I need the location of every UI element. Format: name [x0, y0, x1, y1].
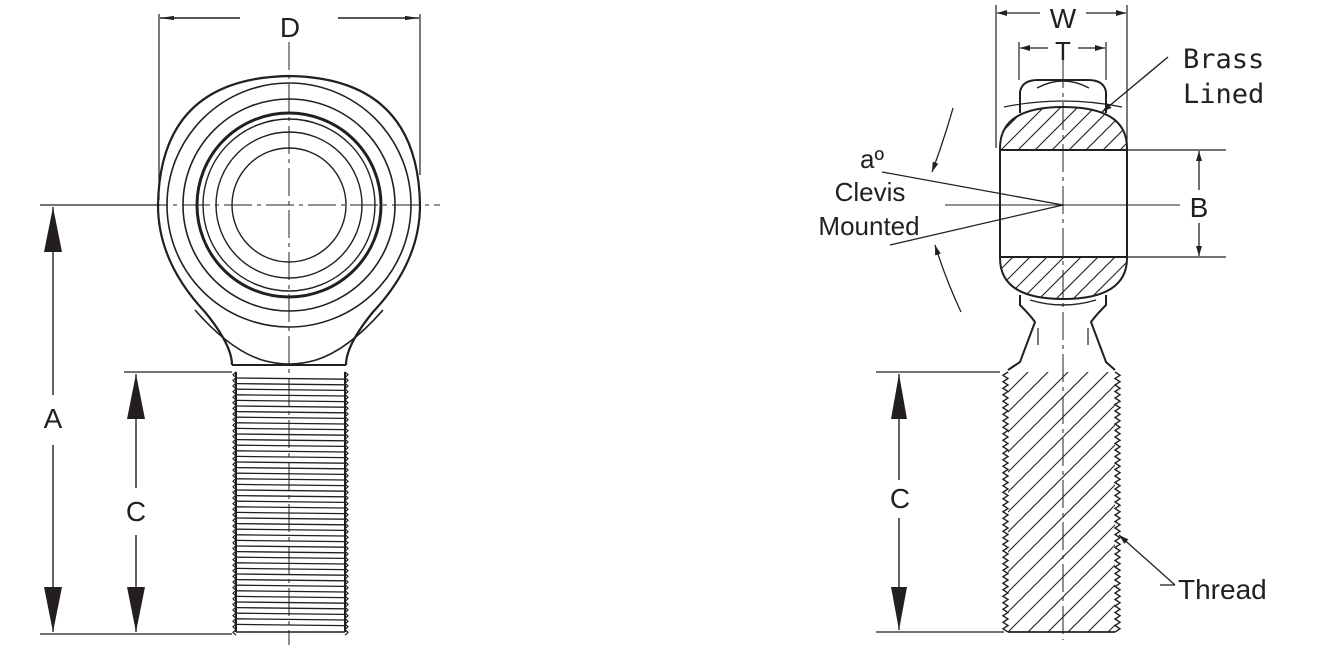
dimension-a: A [40, 204, 232, 635]
dimension-c-side: C [876, 371, 1004, 633]
center-lines-side [945, 60, 1180, 640]
brass-lined-callout: Brass Lined [1101, 44, 1264, 113]
dimension-c-front: C [124, 371, 232, 632]
shank-section [1001, 371, 1122, 633]
label-c-front: C [126, 496, 146, 527]
misalignment-angle: aº Clevis Mounted [818, 107, 1064, 313]
dimension-b: B [1127, 149, 1226, 258]
label-thread: Thread [1178, 574, 1267, 605]
thread-callout: Thread [1118, 534, 1267, 605]
threaded-shank [232, 371, 349, 636]
label-lined: Lined [1183, 79, 1264, 110]
label-a: A [44, 403, 63, 434]
dimension-d: D [158, 12, 421, 200]
side-section-view: W T Brass Lined B [818, 3, 1267, 640]
front-view: D A C [40, 12, 440, 645]
label-d: D [280, 12, 300, 43]
label-w: W [1050, 3, 1077, 34]
label-clevis: Clevis [835, 177, 906, 207]
dimension-t: T [1018, 36, 1107, 80]
label-t: T [1055, 36, 1071, 66]
dimension-w: W [995, 3, 1128, 148]
label-angle: aº [860, 144, 884, 174]
label-b: B [1190, 192, 1209, 223]
center-lines-front [140, 42, 440, 645]
label-brass: Brass [1183, 44, 1264, 75]
label-mounted: Mounted [818, 211, 919, 241]
label-c-side: C [890, 483, 910, 514]
